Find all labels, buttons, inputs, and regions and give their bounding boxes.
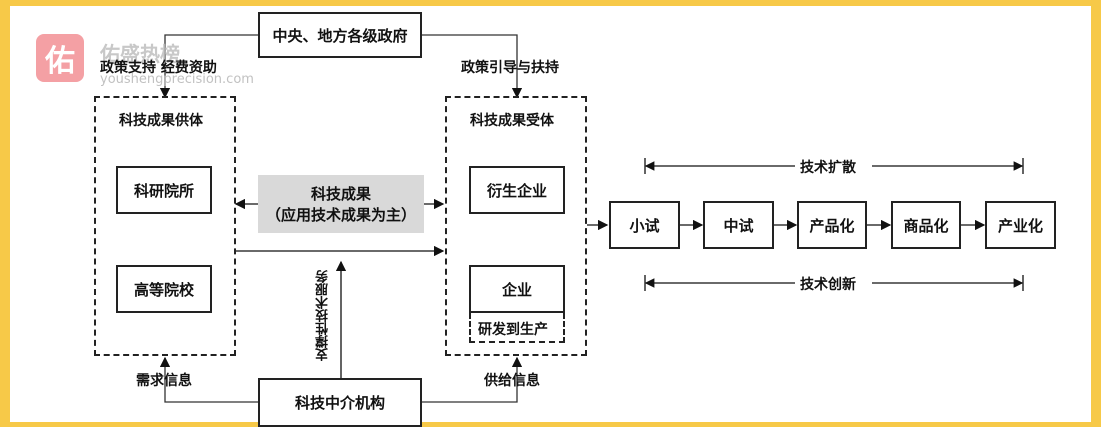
research-institute-box: 科研院所 (116, 166, 212, 214)
policy-guidance-label: 政策引导与扶持 (461, 60, 559, 76)
enterprise-box: 企业 (469, 265, 565, 313)
stage-label: 小试 (629, 216, 660, 235)
stage-label: 产品化 (809, 216, 855, 235)
demand-info-label: 需求信息 (136, 373, 192, 389)
stage-pilot-small: 小试 (609, 201, 680, 249)
stage-productization: 产品化 (797, 201, 867, 249)
enterprise-label: 企业 (501, 280, 532, 299)
supply-side-title: 科技成果供体 (119, 113, 203, 129)
stage-label: 商品化 (903, 216, 949, 235)
stage-industrialization: 产业化 (985, 201, 1056, 249)
stage-pilot-medium: 中试 (703, 201, 774, 249)
policy-funding-label: 政策支持 经费资助 (100, 60, 217, 76)
demand-side-group (445, 96, 587, 356)
university-label: 高等院校 (133, 280, 194, 299)
gov-to-demand-line (422, 34, 523, 99)
stage-label: 中试 (723, 216, 754, 235)
achievement-line1: 科技成果 (310, 185, 371, 203)
supply-info-label: 供给信息 (484, 373, 540, 389)
achievement-box: 科技成果 （应用技术成果为主） (258, 175, 424, 233)
tech-diffusion-label: 技术扩散 (800, 160, 856, 176)
spinoff-enterprise-box: 衍生企业 (469, 166, 565, 214)
gov-to-supply-line (159, 34, 258, 99)
demand-side-title: 科技成果受体 (470, 113, 554, 129)
government-label: 中央、地方各级政府 (272, 26, 408, 45)
spinoff-enterprise-label: 衍生企业 (486, 181, 547, 200)
government-box: 中央、地方各级政府 (258, 12, 422, 58)
rd-production-bracket (469, 313, 565, 343)
university-box: 高等院校 (116, 265, 212, 313)
rd-production-label: 研发到生产 (478, 322, 548, 338)
watermark-logo-icon: 佑 (36, 34, 84, 82)
stage-label: 产业化 (997, 216, 1043, 235)
watermark-name: 佑盛热榜 (100, 42, 180, 66)
supply-side-group (94, 96, 236, 356)
research-institute-label: 科研院所 (133, 181, 194, 200)
intermediary-to-supply-line (159, 356, 258, 403)
intermediary-label: 科技中介机构 (294, 394, 385, 412)
support-service-label: 支撑性技术服务 (316, 270, 331, 361)
intermediary-box: 科技中介机构 (258, 378, 422, 427)
stage-commercialization: 商品化 (891, 201, 961, 249)
watermark-url: youshengprecision.com (100, 72, 254, 87)
tech-innovation-label: 技术创新 (800, 277, 856, 293)
intermediary-to-demand-line (422, 356, 523, 403)
achievement-line2: （应用技术成果为主） (265, 206, 416, 224)
